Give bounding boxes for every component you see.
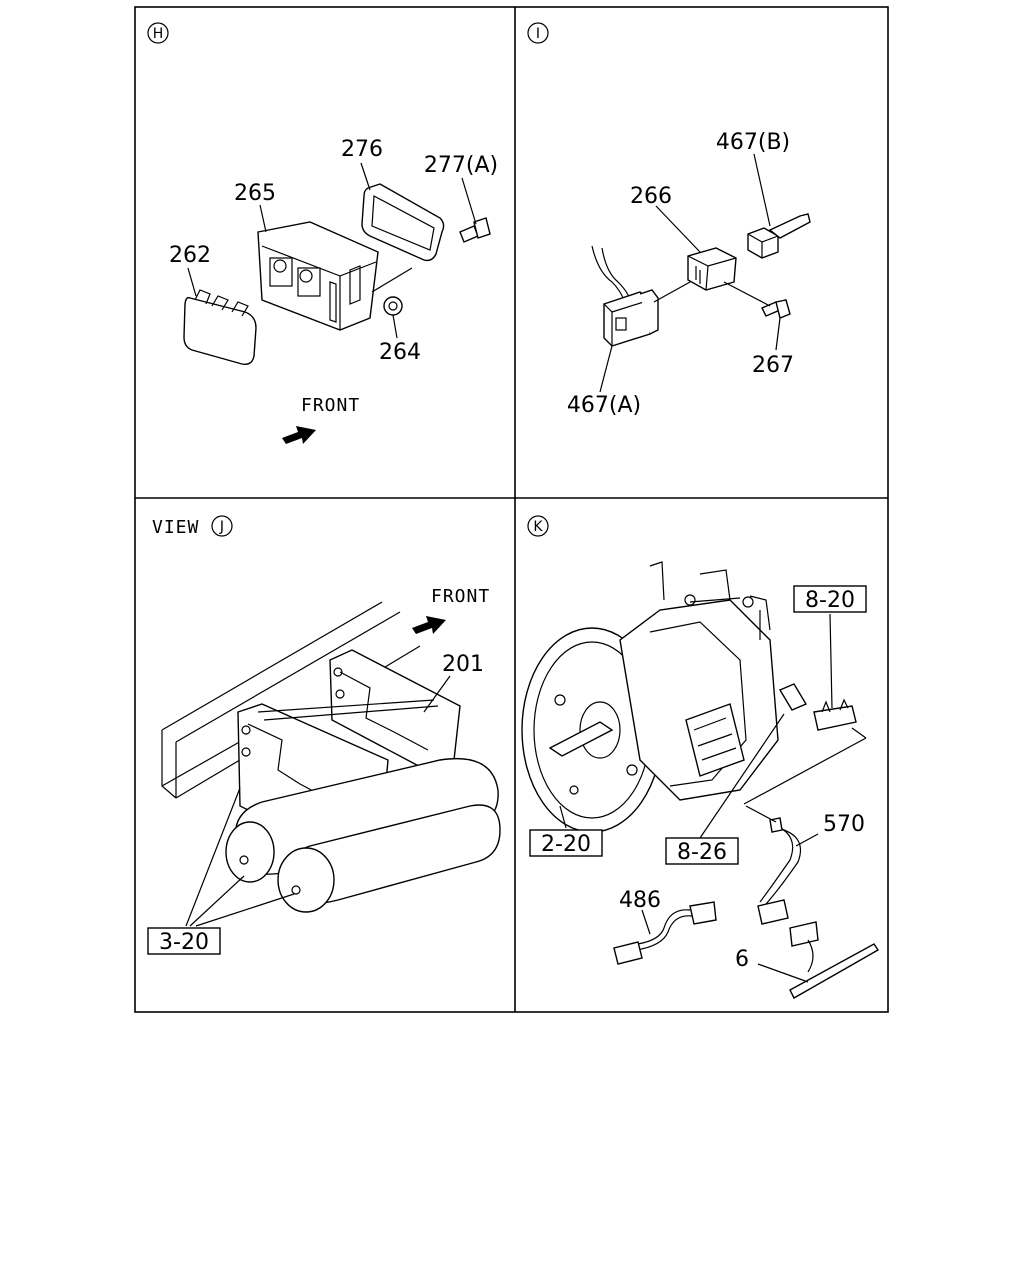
ref-box-8-20[interactable]: 8-20	[793, 585, 867, 613]
ref-box-8-26[interactable]: 8-26	[665, 837, 739, 865]
panel-i-leaders	[599, 153, 781, 393]
diagram-frame	[134, 6, 889, 1013]
svg-text:H: H	[153, 26, 164, 42]
front-arrow-icon	[282, 426, 316, 444]
panel-h: H	[147, 22, 498, 444]
svg-text:K: K	[533, 519, 543, 535]
panel-k-leaders	[559, 613, 867, 983]
panel-j-marker: J	[211, 515, 233, 537]
part-8-20-bracket	[813, 698, 857, 731]
part-267-bolt	[761, 299, 791, 319]
front-label: FRONT	[301, 395, 360, 416]
part-266-clip	[687, 247, 737, 291]
svg-text:I: I	[536, 26, 540, 42]
part-276-gasket	[361, 183, 445, 262]
panel-k-marker: K	[527, 515, 549, 537]
part-486-harness	[613, 901, 717, 965]
part-6-clip	[789, 921, 879, 999]
frame-rail	[161, 601, 421, 799]
callout-264: 264	[379, 340, 421, 365]
callout-6: 6	[735, 947, 749, 972]
svg-text:8-26: 8-26	[677, 840, 727, 865]
callout-201: 201	[442, 652, 484, 677]
callout-265: 265	[234, 181, 276, 206]
callout-486: 486	[619, 888, 661, 913]
part-264-nut	[383, 296, 403, 316]
part-467b-sensor	[747, 213, 811, 259]
panel-h-leaders	[187, 162, 477, 339]
callout-262: 262	[169, 243, 211, 268]
callout-267: 267	[752, 353, 794, 378]
front-label: FRONT	[431, 586, 490, 607]
part-265-housing	[257, 221, 379, 331]
callout-467a: 467(A)	[567, 393, 641, 418]
panel-k: K	[521, 515, 879, 999]
svg-text:3-20: 3-20	[159, 930, 209, 955]
svg-text:J: J	[219, 519, 224, 535]
part-262-bracket	[183, 289, 257, 366]
panel-i-marker: I	[527, 22, 549, 44]
callout-266: 266	[630, 184, 672, 209]
front-arrow-icon	[412, 616, 446, 634]
panel-h-marker: H	[147, 22, 169, 44]
part-277a-bolt	[459, 217, 491, 243]
panel-j-leaders	[185, 675, 451, 927]
part-8-26-sensor	[778, 683, 808, 711]
part-467a-connector	[591, 245, 659, 347]
panel-j: VIEW J	[147, 515, 501, 955]
panel-i: I	[527, 22, 811, 418]
ref-box-3-20[interactable]: 3-20	[147, 927, 221, 955]
svg-text:2-20: 2-20	[541, 832, 591, 857]
svg-text:8-20: 8-20	[805, 588, 855, 613]
callout-570: 570	[823, 812, 865, 837]
air-tanks	[225, 757, 501, 913]
callout-276: 276	[341, 137, 383, 162]
ref-box-2-20[interactable]: 2-20	[529, 829, 603, 857]
view-label: VIEW	[152, 517, 199, 538]
part-570-harness	[757, 817, 802, 925]
transmission-assembly	[521, 561, 779, 833]
callout-467b: 467(B)	[716, 130, 790, 155]
callout-277a: 277(A)	[424, 153, 498, 178]
